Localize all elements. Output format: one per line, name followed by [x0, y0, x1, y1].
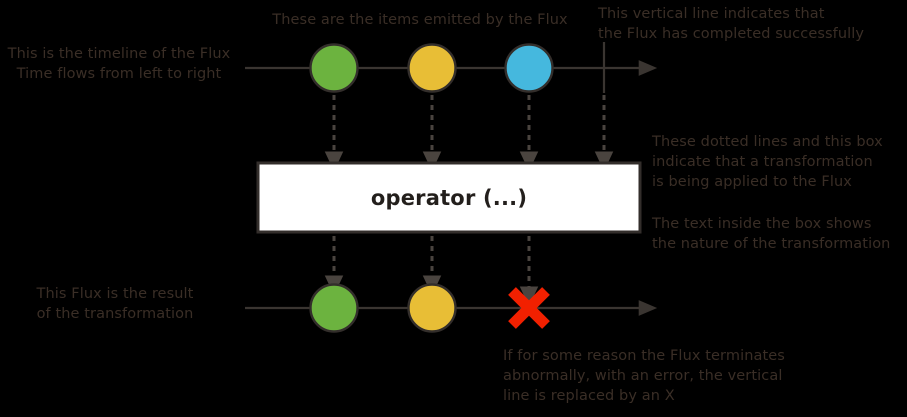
- operator-label: operator (...): [370, 185, 528, 210]
- source-timeline-group: [245, 42, 658, 93]
- annotation-box-text: The text inside the box shows the nature…: [652, 216, 891, 252]
- dotted-arrows-into-operator: [324, 95, 614, 172]
- error-x-icon[interactable]: [508, 287, 550, 329]
- dotted-arrows-out-of-operator: [324, 236, 539, 307]
- result-marble-green[interactable]: [309, 283, 359, 333]
- source-marble-green[interactable]: [309, 43, 359, 93]
- source-marble-blue[interactable]: [504, 43, 554, 93]
- result-marble-yellow[interactable]: [407, 283, 457, 333]
- annotation-timeline: This is the timeline of the Flux Time fl…: [7, 46, 231, 82]
- annotation-items: These are the items emitted by the Flux: [272, 12, 568, 28]
- annotation-transformation: These dotted lines and this box indicate…: [652, 134, 883, 190]
- operator-box[interactable]: [256, 161, 642, 234]
- annotation-completion: This vertical line indicates that the Fl…: [598, 6, 865, 42]
- annotation-result: This Flux is the result of the transform…: [36, 286, 194, 322]
- annotation-error: If for some reason the Flux terminates a…: [503, 348, 785, 404]
- source-marble-yellow[interactable]: [407, 43, 457, 93]
- result-timeline-group: [245, 283, 658, 333]
